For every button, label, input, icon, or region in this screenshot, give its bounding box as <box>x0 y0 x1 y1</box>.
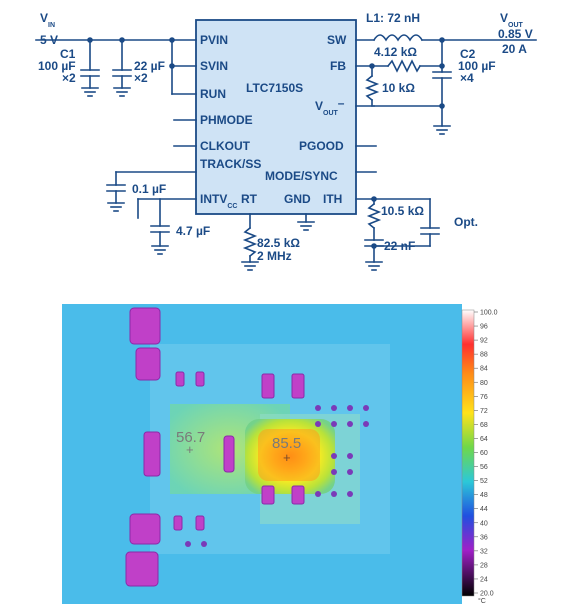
pin-label-rt: RT <box>241 192 258 206</box>
c22-value-label: 22 µF <box>134 59 165 73</box>
scale-tick-label: 80 <box>480 380 488 387</box>
scale-unit-label: °C <box>478 597 486 604</box>
f-sw-label: 2 MHz <box>257 249 292 263</box>
c2-qty-label: ×4 <box>460 71 474 85</box>
scale-tick-label: 64 <box>480 436 488 443</box>
vout-minus-main-text: V <box>315 99 323 113</box>
scale-tick-label: 48 <box>480 492 488 499</box>
pin-label-clkout: CLKOUT <box>200 139 251 153</box>
pin-label-track-ss: TRACK/SS <box>200 157 261 171</box>
vout-current-label: 20 A <box>502 42 527 56</box>
scale-tick-label: 88 <box>480 352 488 359</box>
scale-tick-label: 32 <box>480 548 488 555</box>
c-opt-label: Opt. <box>454 215 478 229</box>
scale-tick-label: 44 <box>480 506 488 513</box>
pin-label-gnd: GND <box>284 192 311 206</box>
ic-name-label: LTC7150S <box>246 81 303 95</box>
pin-label-mode-sync: MODE/SYNC <box>265 169 338 183</box>
r-fb-bottom-label: 10 kΩ <box>382 81 415 95</box>
scale-tick-label: 24 <box>480 576 488 583</box>
pin-label-vout-minus: VOUT– <box>315 96 345 117</box>
vout-main-text: V <box>500 11 508 25</box>
l1-label: L1: 72 nH <box>366 11 420 25</box>
scale-tick-label: 92 <box>480 338 488 345</box>
c2-name-label: C2 <box>460 47 476 61</box>
scale-tick-label: 84 <box>480 366 488 373</box>
vout-sub-text: OUT <box>508 22 524 29</box>
scale-tick-label: 36 <box>480 534 488 541</box>
pin-label-run: RUN <box>200 87 226 101</box>
r-ith-label: 10.5 kΩ <box>381 204 424 218</box>
scale-tick-label: 76 <box>480 394 488 401</box>
pin-label-pgood: PGOOD <box>299 139 344 153</box>
scale-tick-label: 100.0 <box>480 310 498 317</box>
pin-label-intvcc: INTVCC <box>200 192 237 210</box>
crosshair-1-icon: + <box>186 442 194 457</box>
c1-qty-label: ×2 <box>62 71 76 85</box>
scale-tick-label: 20.0 <box>480 591 494 598</box>
vin-sub-text: IN <box>48 22 55 29</box>
pin-label-svin: SVIN <box>200 59 228 73</box>
scale-ticks: 100.0 96 92 88 84 80 76 72 68 64 60 56 52 48 44 40 36 32 2… <box>474 310 498 598</box>
scale-tick-label: 68 <box>480 422 488 429</box>
intvcc-main-text: INTV <box>200 192 227 206</box>
scale-tick-label: 72 <box>480 408 488 415</box>
scale-tick-label: 56 <box>480 464 488 471</box>
c-ith-label: 22 nF <box>384 239 415 253</box>
vin-value-label: 5 V <box>40 33 58 47</box>
vout-minus-sub-text: OUT <box>323 110 339 117</box>
c1-name-label: C1 <box>60 47 76 61</box>
c1-value-label: 100 µF <box>38 59 76 73</box>
vout-value-label: 0.85 V <box>498 27 533 41</box>
vin-label: VIN <box>40 11 55 29</box>
r-fb-top-label: 4.12 kΩ <box>374 45 417 59</box>
pin-label-fb: FB <box>330 59 346 73</box>
spot-temp-1: 56.7 <box>176 429 205 446</box>
r-rt-label: 82.5 kΩ <box>257 236 300 250</box>
scale-tick-label: 40 <box>480 520 488 527</box>
c-intv-label: 4.7 µF <box>176 224 210 238</box>
scale-tick-label: 28 <box>480 562 488 569</box>
c22-qty-label: ×2 <box>134 71 148 85</box>
pin-label-phmode: PHMODE <box>200 113 253 127</box>
scale-tick-label: 52 <box>480 478 488 485</box>
vin-main-text: V <box>40 11 48 25</box>
spot-temp-2: 85.5 <box>272 435 301 452</box>
circuit-schematic: LTC7150S PVIN SVIN RUN PHMODE CLKOUT TRA… <box>35 11 537 271</box>
c-ss-label: 0.1 µF <box>132 182 166 196</box>
scale-tick-label: 96 <box>480 324 488 331</box>
scale-tick-label: 60 <box>480 450 488 457</box>
temperature-scale-bar <box>461 309 475 597</box>
vout-label: VOUT <box>500 11 524 29</box>
pin-label-ith: ITH <box>323 192 342 206</box>
intvcc-sub-text: CC <box>227 203 237 210</box>
vout-minus-sign-text: – <box>338 96 345 110</box>
pin-label-sw: SW <box>327 33 347 47</box>
pin-label-pvin: PVIN <box>200 33 228 47</box>
crosshair-2-icon: + <box>283 450 291 465</box>
thermal-image: 56.7 + 85.5 + 100.0 96 92 88 84 80 76 72 68 64 60 5… <box>62 304 498 604</box>
c2-value-label: 100 µF <box>458 59 496 73</box>
